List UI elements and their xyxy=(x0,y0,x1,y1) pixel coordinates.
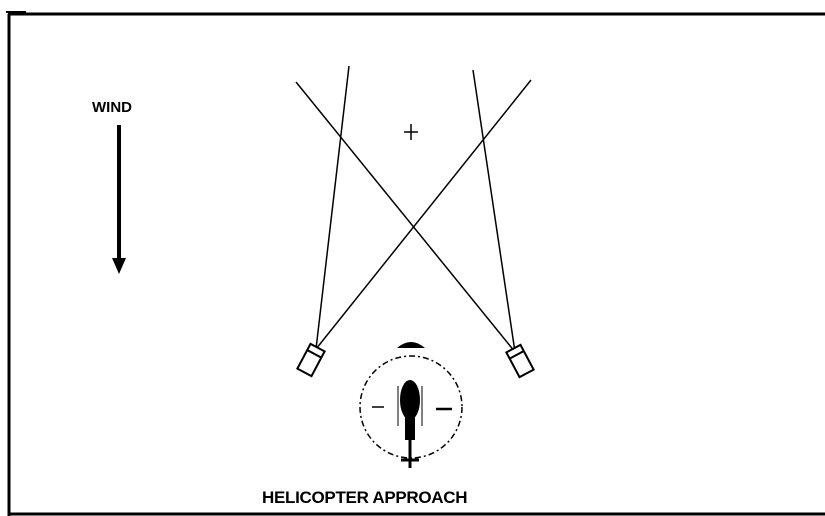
wind-label: WIND xyxy=(92,99,132,116)
diagram-border xyxy=(6,12,825,516)
helicopter-approach-label: HELICOPTER APPROACH xyxy=(262,488,467,508)
vehicle-light-icon xyxy=(506,345,533,377)
helicopter-icon xyxy=(360,342,462,468)
crosshair-icon xyxy=(404,124,418,140)
vehicle-light-icon xyxy=(297,344,324,376)
light-beams xyxy=(296,66,531,352)
down-arrow-icon xyxy=(112,125,126,274)
